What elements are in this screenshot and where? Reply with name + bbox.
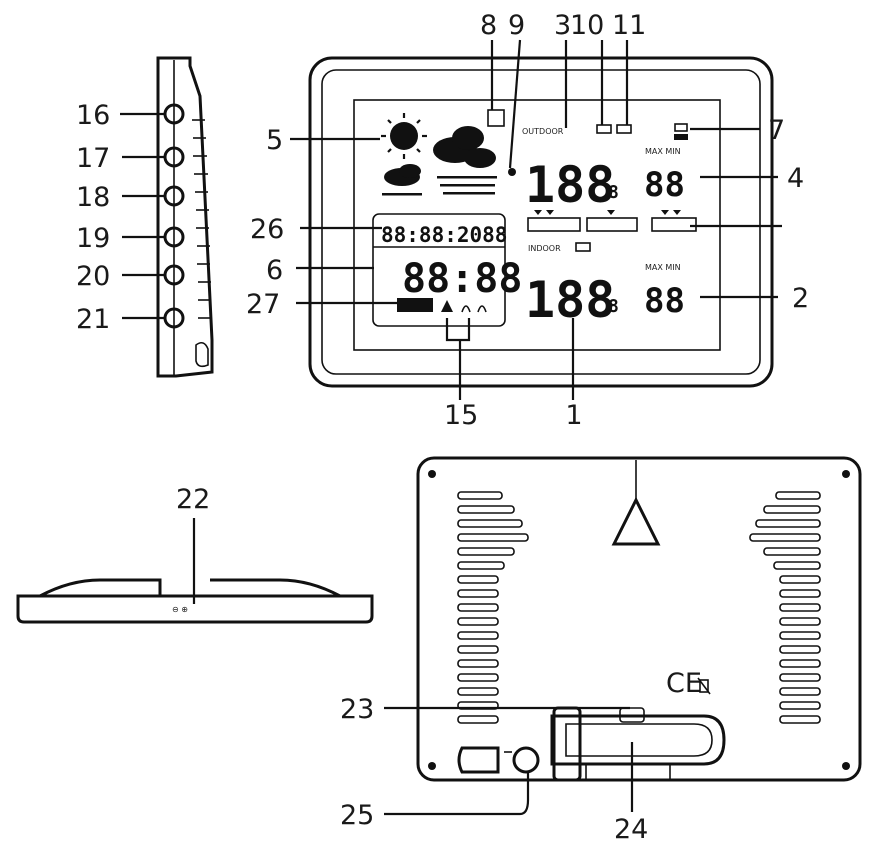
alarm-icon — [441, 300, 487, 313]
callout-1: 1 — [565, 400, 582, 431]
outdoor-temperature: 188 — [525, 156, 615, 214]
back-view: CE — [384, 456, 862, 816]
selector-row — [527, 210, 697, 232]
callout-18: 18 — [76, 182, 110, 213]
clock-panel — [372, 213, 506, 327]
callout-3: 3 — [554, 10, 571, 41]
weee-bin-icon — [697, 677, 711, 695]
callout-4: 4 — [787, 163, 804, 194]
indoor-label: INDOOR — [528, 244, 561, 253]
callout-25: 25 — [340, 800, 374, 831]
indoor-max-min: MAX MIN — [645, 263, 681, 272]
callouts: 1 2 3 4 5 6 7 8 9 10 11 15 16 17 18 19 2… — [76, 10, 809, 843]
bottom-marking: ⊖ ⊕ — [172, 605, 188, 614]
callout-21: 21 — [76, 304, 110, 335]
outdoor-label: OUTDOOR — [522, 127, 564, 136]
callout-19: 19 — [76, 223, 110, 254]
callout-7: 7 — [768, 115, 785, 146]
front-view: OUTDOOR 188 8 MAX MIN 88 88:88:2088 88:8… — [290, 39, 782, 400]
ce-mark: CE — [666, 668, 702, 699]
callout-15: 15 — [444, 400, 478, 431]
rain-icon — [382, 176, 497, 196]
hang-hole-icon — [611, 496, 661, 546]
callout-2: 2 — [792, 283, 809, 314]
bottom-view: ⊖ ⊕ — [16, 518, 374, 624]
outdoor-humidity: 88 — [644, 165, 685, 205]
callout-26: 26 — [250, 214, 284, 245]
stand — [550, 706, 726, 782]
callout-20: 20 — [76, 261, 110, 292]
outdoor-temp-decimal: 8 — [608, 182, 619, 203]
callout-10: 10 — [570, 10, 604, 41]
callout-11: 11 — [612, 10, 646, 41]
indoor-temp-decimal: 8 — [608, 296, 619, 317]
callout-16: 16 — [76, 100, 110, 131]
weekday-icon — [397, 298, 433, 312]
date-time-display: 88:88:2088 — [381, 223, 507, 247]
callout-23: 23 — [340, 694, 374, 725]
callout-17: 17 — [76, 143, 110, 174]
callout-24: 24 — [614, 814, 648, 843]
callout-27: 27 — [246, 289, 280, 320]
sun-icon — [381, 113, 427, 159]
right-vents — [749, 491, 821, 724]
callout-6: 6 — [266, 255, 283, 286]
callout-5: 5 — [266, 125, 283, 156]
connector — [457, 746, 540, 774]
signal-icon — [487, 109, 505, 127]
outdoor-battery-small-icon — [674, 123, 688, 140]
callout-22: 22 — [176, 484, 210, 515]
side-view — [120, 56, 214, 378]
outdoor-battery-icon — [596, 124, 632, 134]
indoor-temperature: 188 — [525, 271, 615, 329]
left-vents — [457, 491, 529, 724]
sensor-dot-icon — [508, 168, 516, 176]
cloud-icon — [384, 126, 496, 186]
indoor-humidity: 88 — [644, 281, 685, 321]
callout-9: 9 — [508, 10, 525, 41]
clock-display: 88:88 — [402, 256, 522, 302]
callout-8: 8 — [480, 10, 497, 41]
outdoor-max-min: MAX MIN — [645, 147, 681, 156]
front-leader-lines — [290, 39, 782, 400]
